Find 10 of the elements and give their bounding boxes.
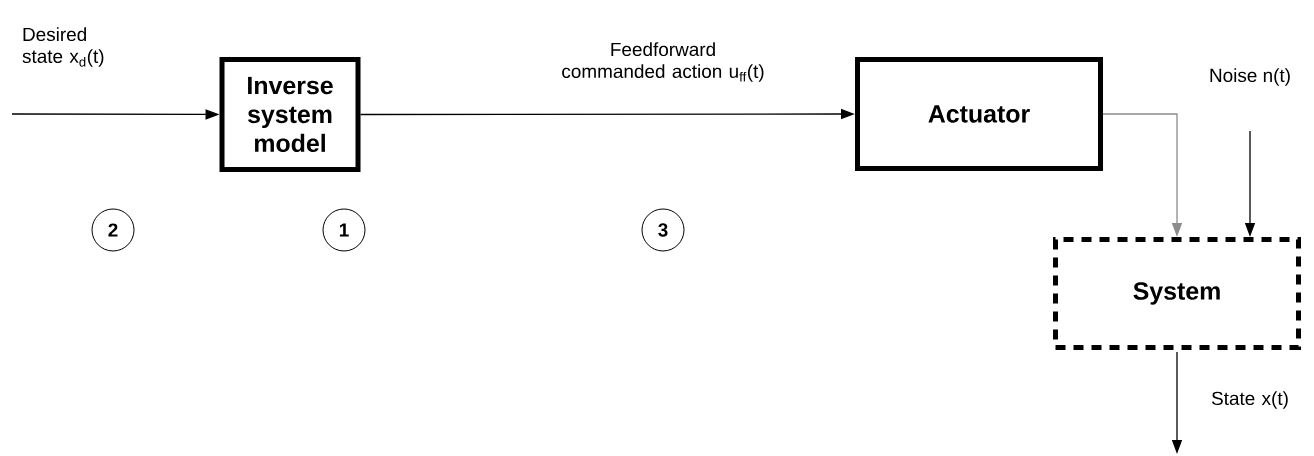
- callout-number: 2: [91, 208, 135, 252]
- process-box: Actuator: [855, 57, 1103, 171]
- edge-label: Desired state x$_{d}$(t): [22, 27, 104, 67]
- edge-label: State x(t): [1211, 391, 1288, 409]
- edge-label: Feedforward commanded action u$_{ff}$(t): [562, 42, 764, 82]
- process-box: System: [1053, 237, 1301, 350]
- input-label: Noise n(t): [1210, 68, 1290, 86]
- callout-number: 1: [322, 208, 366, 252]
- callout-number: 3: [641, 208, 685, 252]
- process-box: Inverse system model: [219, 57, 361, 172]
